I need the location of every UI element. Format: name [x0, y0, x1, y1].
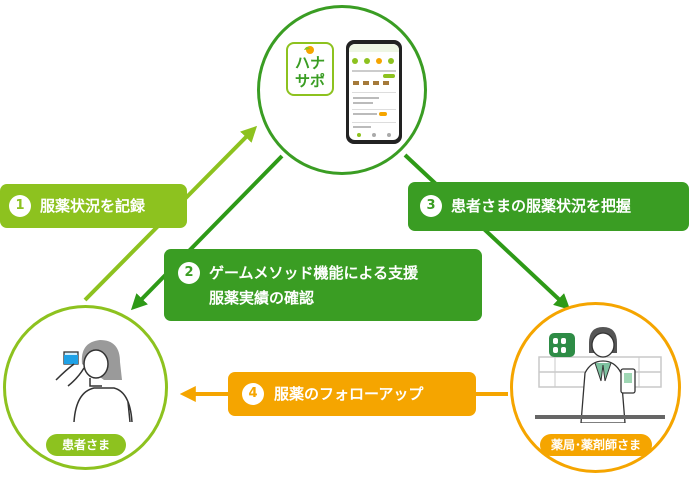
patient-node: 患者さま — [3, 305, 168, 470]
leaf-logo-icon: ハナ サポ — [286, 42, 334, 96]
step-3-number: 3 — [420, 195, 442, 217]
step-1-text: 服薬状況を記録 — [40, 197, 146, 215]
pharmacy-node: 薬局･薬剤師さま — [510, 302, 681, 473]
step-3-box: 3 患者さまの服薬状況を把握 — [408, 182, 689, 231]
step-2-number: 2 — [178, 262, 200, 284]
logo-text-line1: ハナ — [294, 54, 325, 72]
step-2-box: 2 ゲームメソッド機能による支援 服薬実績の確認 — [164, 249, 482, 321]
phone-screen — [349, 44, 399, 140]
logo-text-line2: サポ — [294, 72, 325, 90]
app-node: ハナ サポ — [257, 5, 427, 175]
step-2-text-line1: ゲームメソッド機能による支援 — [209, 264, 419, 282]
step-4-text: 服薬のフォローアップ — [274, 385, 424, 403]
smartphone-app-icon — [346, 40, 402, 144]
arrow-app-to-patient — [130, 154, 284, 311]
step-4-number: 4 — [242, 383, 264, 405]
pharmacist-icon — [535, 327, 665, 423]
step-1-number: 1 — [9, 195, 31, 217]
patient-drinking-icon — [55, 340, 133, 422]
patient-label: 患者さま — [46, 434, 126, 456]
step-4-box: 4 服薬のフォローアップ — [228, 372, 476, 416]
step-1-box: 1 服薬状況を記録 — [0, 184, 187, 228]
step-2-text-line2: 服薬実績の確認 — [209, 289, 315, 307]
step-3-text: 患者さまの服薬状況を把握 — [451, 197, 632, 215]
pharmacy-label: 薬局･薬剤師さま — [540, 434, 652, 456]
